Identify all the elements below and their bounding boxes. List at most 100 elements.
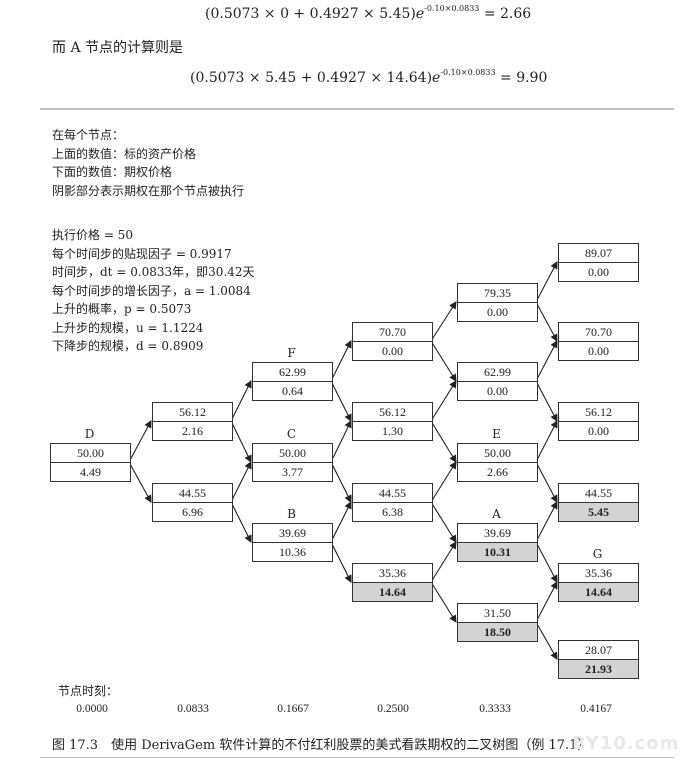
tree-node: 39.69 10.36 <box>252 523 333 562</box>
top-rule <box>40 108 674 110</box>
legend-line: 在每个节点： <box>52 128 125 142</box>
node-stock-price: 56.12 <box>559 403 638 422</box>
tree-node: 56.12 2.16 <box>152 402 233 441</box>
tree-edge <box>535 581 558 623</box>
time-value: 0.0000 <box>76 703 108 715</box>
node-stock-price: 89.07 <box>559 244 638 263</box>
node-option-price: 10.36 <box>279 545 306 559</box>
time-value: 0.0833 <box>177 703 209 715</box>
tree-edge <box>535 420 558 463</box>
parameter-block: 执行价格 = 50 每个时间步的贴现因子 = 0.9917 时间步，dt = 0… <box>52 226 255 356</box>
formula-a-calc: (0.5073 × 5.45 + 0.4927 × 14.64) <box>190 70 433 86</box>
tree-edge <box>330 340 352 382</box>
formula-e-calc: (0.5073 × 0 + 0.4927 × 5.45) <box>205 6 416 22</box>
tree-edge <box>128 461 152 503</box>
node-option-price: 0.00 <box>487 384 508 398</box>
param-line: 每个时间步的增长因子，a = 1.0084 <box>52 283 251 298</box>
formula-node-a: (0.5073 × 5.45 + 0.4927 × 14.64)e-0.10×0… <box>190 68 548 86</box>
intro-text: 而 A 节点的计算则是 <box>52 40 184 56</box>
tree-edge <box>535 541 558 583</box>
node-label: D <box>84 427 95 441</box>
time-value: 0.3333 <box>479 703 511 715</box>
tree-edge <box>128 420 152 463</box>
node-stock-price: 79.35 <box>458 284 537 303</box>
formula-e-result: = 2.66 <box>483 6 532 22</box>
node-label: G <box>592 547 603 561</box>
tree-edge <box>535 261 558 303</box>
node-option-price: 10.31 <box>458 543 537 561</box>
node-stock-price: 28.07 <box>559 641 638 660</box>
node-label: B <box>287 507 296 521</box>
tree-edge <box>430 420 457 463</box>
tree-edge <box>430 380 457 422</box>
tree-edge <box>535 501 558 543</box>
node-stock-price: 39.69 <box>458 524 537 543</box>
node-stock-price: 39.69 <box>253 524 332 543</box>
node-option-price: 0.00 <box>487 305 508 319</box>
node-option-price: 21.93 <box>559 660 638 678</box>
tree-edge <box>330 501 352 543</box>
node-stock-price: 56.12 <box>153 403 232 422</box>
legend-line: 下面的数值：期权价格 <box>52 165 173 179</box>
tree-edge <box>535 621 558 660</box>
node-stock-price: 44.55 <box>559 484 638 503</box>
node-option-price: 6.96 <box>182 505 203 519</box>
param-line: 下降步的规模，d = 0.8909 <box>52 339 204 353</box>
param-line: 上升步的规模，u = 1.1224 <box>52 320 204 335</box>
formula-node-e: (0.5073 × 0 + 0.4927 × 5.45)e-0.10×0.083… <box>205 4 532 22</box>
time-value: 0.2500 <box>377 703 409 715</box>
node-label: A <box>492 507 501 521</box>
node-label: F <box>287 346 296 360</box>
node-label: E <box>492 427 501 441</box>
node-option-price: 6.38 <box>382 505 403 519</box>
time-value: 0.4167 <box>580 703 612 715</box>
node-stock-price: 35.36 <box>559 564 638 583</box>
tree-edge <box>535 301 558 342</box>
tree-edge <box>430 581 457 623</box>
node-option-price: 0.00 <box>588 265 609 279</box>
node-option-price: 0.00 <box>382 344 403 358</box>
tree-edge <box>535 340 558 382</box>
node-label: C <box>286 427 297 441</box>
param-line: 每个时间步的贴现因子 = 0.9917 <box>52 246 232 261</box>
tree-node: 44.55 6.38 <box>352 483 433 522</box>
node-option-price: 2.16 <box>182 424 203 438</box>
tree-node: 89.07 0.00 <box>558 243 639 282</box>
node-stock-price: 44.55 <box>353 484 432 503</box>
formula-e-exponent: -0.10×0.0833 <box>424 4 480 13</box>
param-line: 时间步，dt = 0.0833年，即30.42天 <box>52 265 255 279</box>
param-line: 上升的概率，p = 0.5073 <box>52 302 192 316</box>
node-stock-price: 50.00 <box>253 444 332 463</box>
node-stock-price: 62.99 <box>253 363 332 382</box>
tree-edge <box>535 380 558 422</box>
tree-edge <box>330 380 352 422</box>
watermark-logo: BY10.com <box>572 733 680 754</box>
tree-edge <box>330 461 352 503</box>
node-option-price: 2.66 <box>487 465 508 479</box>
time-value: 0.1667 <box>277 703 309 715</box>
node-stock-price: 31.50 <box>458 604 537 623</box>
tree-edge <box>230 461 252 503</box>
node-option-price: 5.45 <box>559 503 638 521</box>
node-stock-price: 70.70 <box>559 323 638 342</box>
node-stock-price: 50.00 <box>51 444 130 463</box>
tree-edge <box>330 420 352 463</box>
node-option-price: 0.64 <box>282 384 303 398</box>
node-option-price: 14.64 <box>559 583 638 601</box>
tree-edge <box>430 301 457 342</box>
tree-node: 62.99 0.64 <box>252 362 333 401</box>
node-option-price: 14.64 <box>353 583 432 601</box>
node-stock-price: 70.70 <box>353 323 432 342</box>
